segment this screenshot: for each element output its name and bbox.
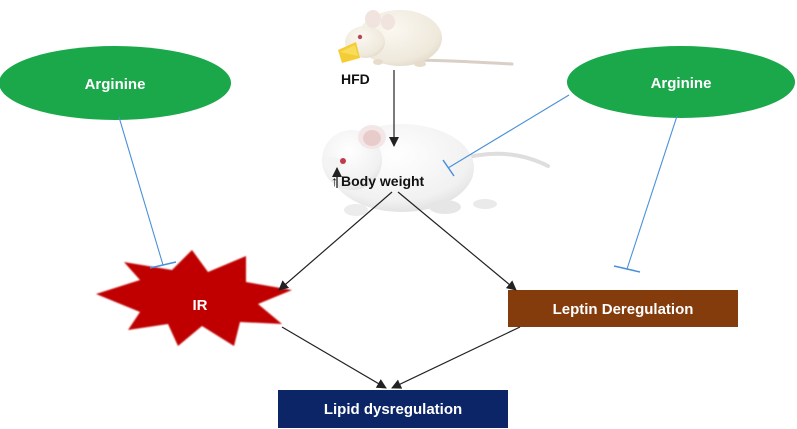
hfd-label: HFD: [341, 71, 370, 87]
white-rat-icon: [322, 124, 550, 216]
ir-label: IR: [193, 297, 208, 314]
inhibit-arginine-right-to-leptin: [613, 115, 678, 273]
leptin-label: Leptin Deregulation: [553, 301, 694, 318]
inhibit-arginine-left-to-ir: [118, 116, 177, 269]
arrow-leptin-to-lipid: [391, 326, 521, 389]
lipid-node: Lipid dysregulation: [278, 390, 508, 428]
arginine-left-label: Arginine: [85, 76, 146, 93]
inhibit-arginine-right-to-body-weight: [442, 94, 570, 177]
arrow-body-weight-to-leptin: [397, 191, 517, 291]
lipid-label: Lipid dysregulation: [324, 401, 462, 418]
arginine-right-node: Arginine: [567, 46, 795, 118]
arginine-left-node: Arginine: [0, 46, 231, 120]
arrow-ir-to-lipid: [281, 326, 387, 389]
arginine-right-label: Arginine: [651, 75, 712, 92]
body-weight-label: Body weight: [341, 173, 425, 189]
arrow-body-weight-to-ir: [278, 191, 393, 291]
ir-node: IR: [96, 250, 292, 346]
leptin-node: Leptin Deregulation: [508, 290, 738, 327]
body-weight-up-arrow: ↑: [331, 173, 338, 189]
rat-eating-cheese-icon: [338, 10, 514, 67]
